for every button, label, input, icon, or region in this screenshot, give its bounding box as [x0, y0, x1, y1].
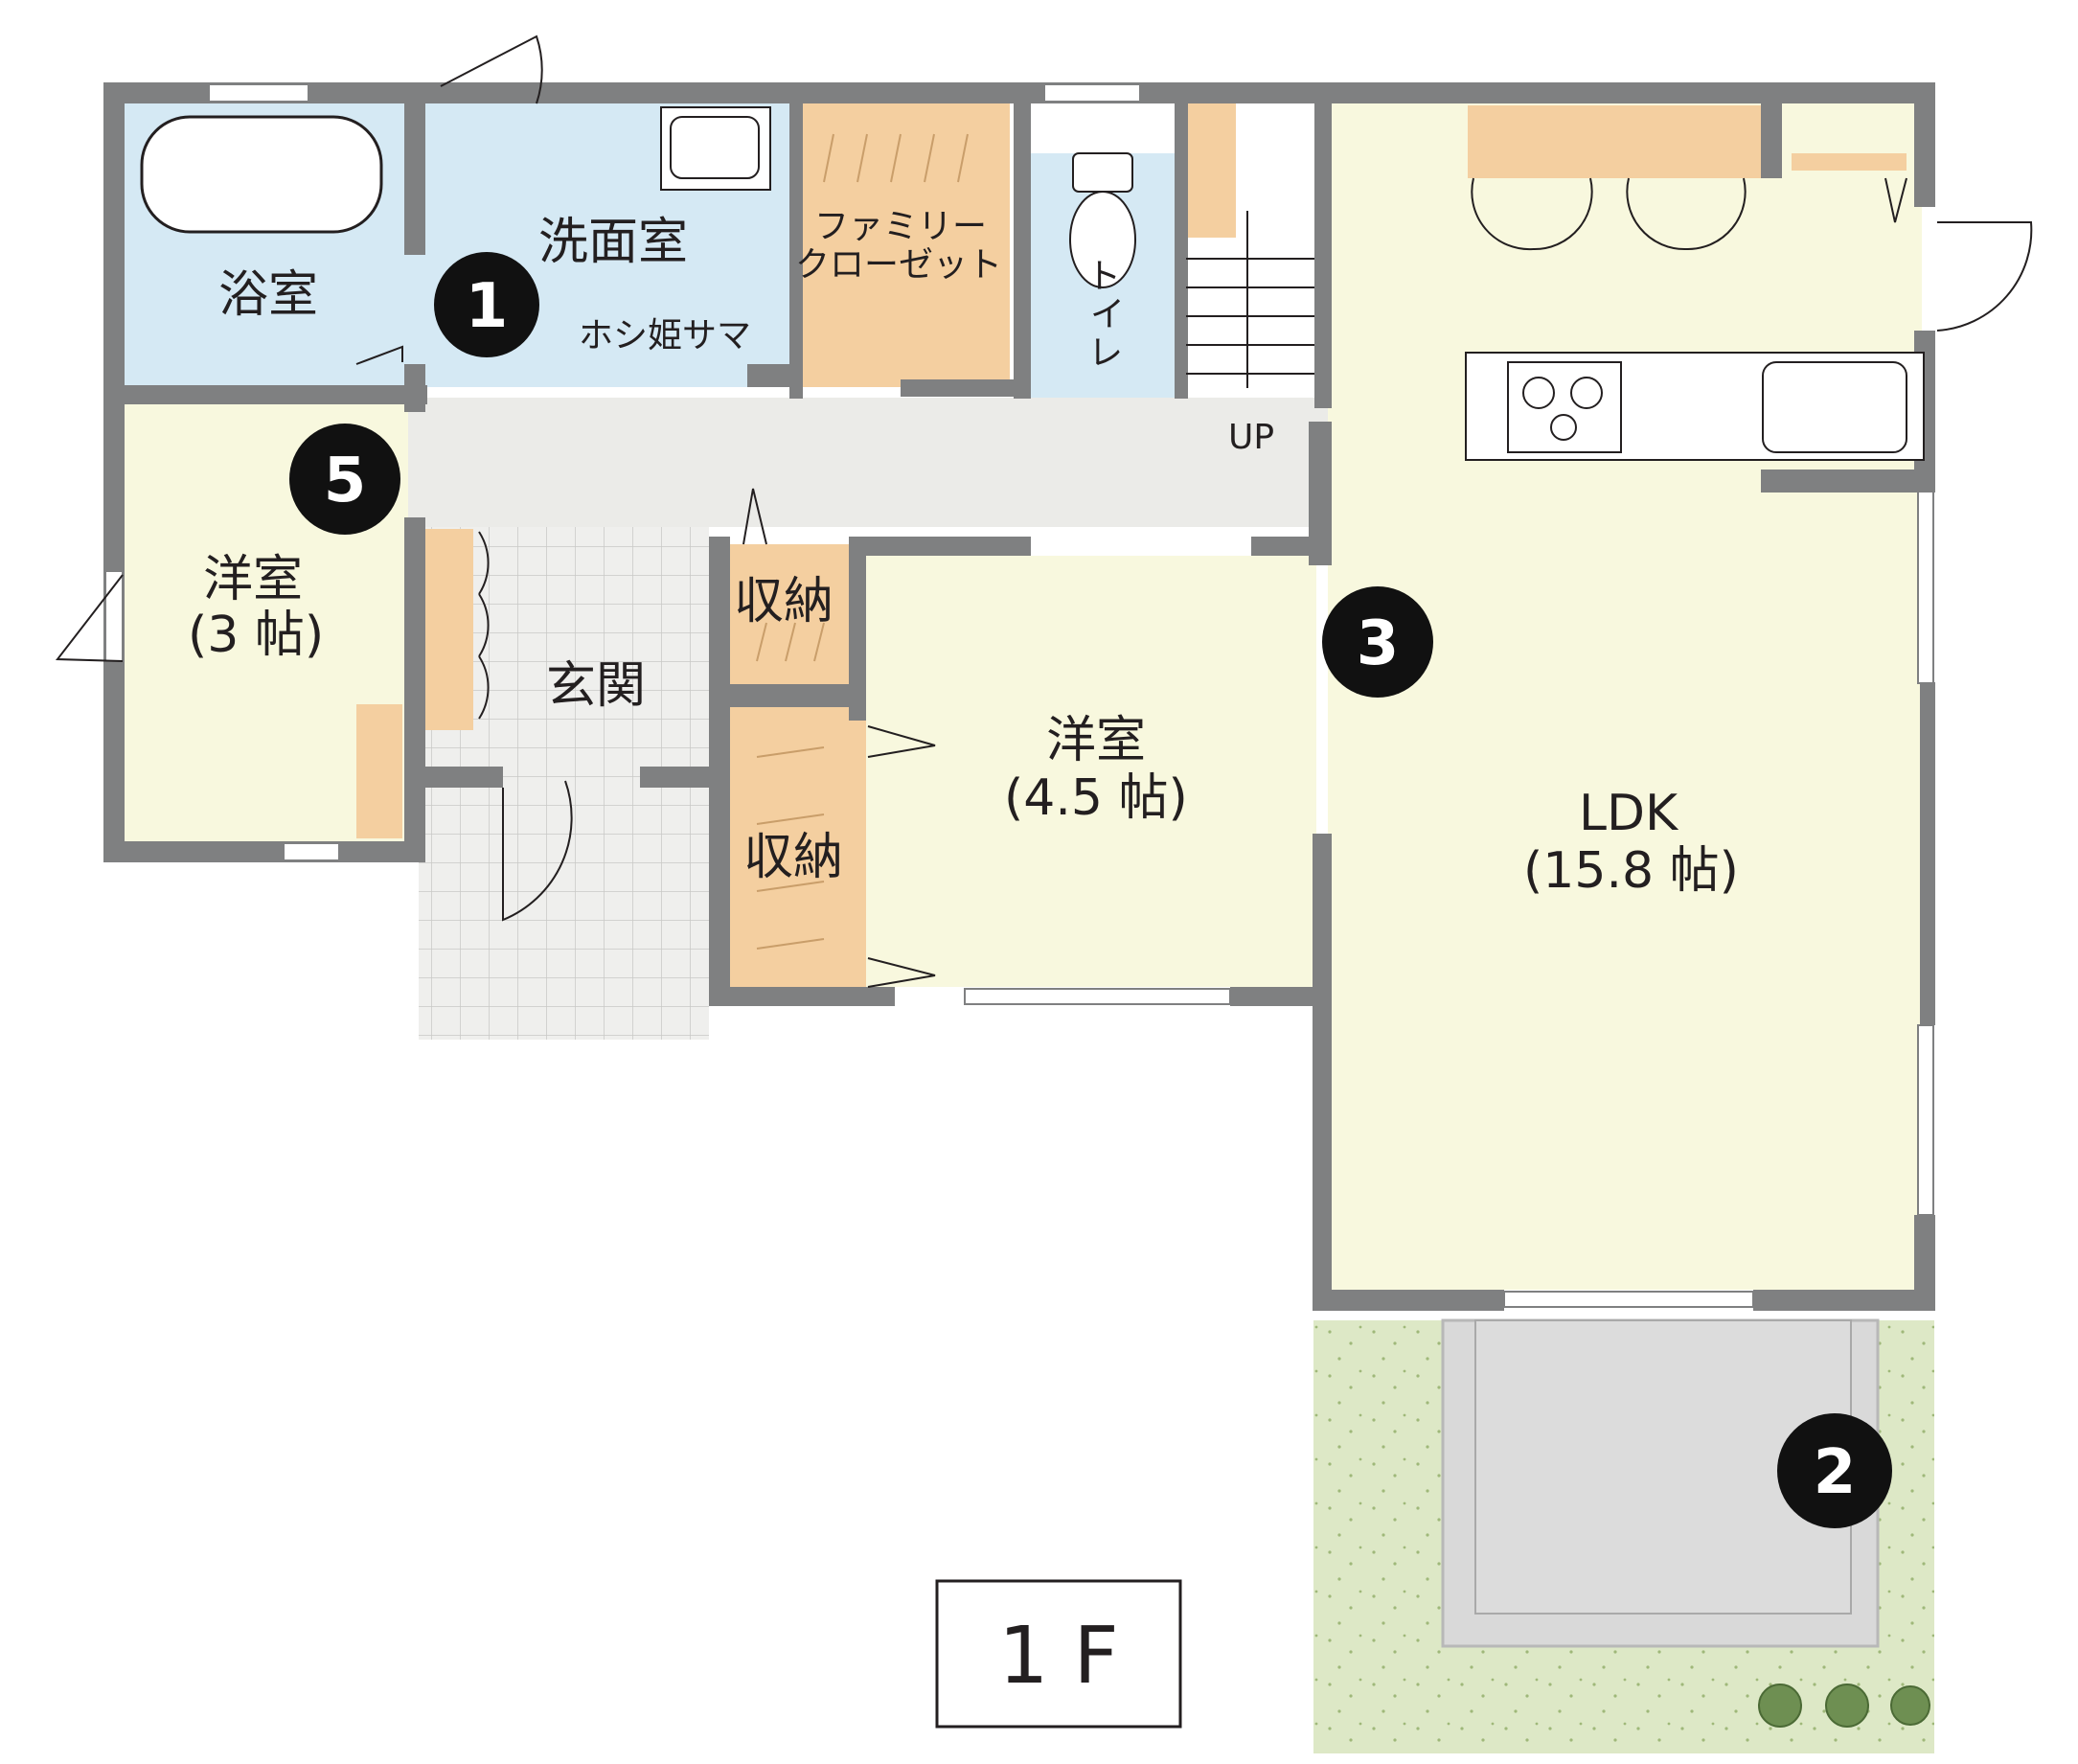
hall-fill — [408, 398, 1328, 527]
washroom-label: 洗面室 — [538, 214, 688, 271]
windows — [104, 83, 1934, 1308]
shoe-closet — [425, 529, 473, 730]
western45-fill — [866, 556, 1316, 987]
bath-label: 浴室 — [218, 266, 318, 324]
ldk-name: LDK — [1579, 785, 1679, 842]
western3-name: 洋室 — [203, 551, 303, 608]
ldk-size: (15.8 帖) — [1523, 842, 1739, 900]
bathtub-icon — [140, 115, 383, 234]
stair-storage-fill — [1183, 103, 1236, 238]
toilet-label-2: イ — [1090, 295, 1125, 334]
kitchen-shelf — [1792, 153, 1907, 171]
svg-text:5: 5 — [324, 446, 367, 516]
closet-hanger-lines — [756, 133, 969, 950]
toilet-label-3: レ — [1088, 333, 1123, 373]
badge-5: 5 — [289, 424, 400, 535]
svg-text:3: 3 — [1357, 608, 1400, 679]
sink-icon — [660, 106, 771, 191]
door-swings — [56, 34, 2033, 988]
walls — [103, 82, 1935, 1311]
western45-size: (4.5 帖) — [1004, 769, 1188, 827]
closet-label-1: ファミリー — [814, 207, 987, 246]
svg-text:1: 1 — [466, 271, 509, 342]
toilet-icon — [1069, 152, 1136, 288]
entrance-label: 玄関 — [546, 657, 646, 715]
closet-label-2: クローゼット — [795, 245, 1002, 285]
badge-1: 1 — [434, 252, 539, 357]
storage-lower-fill — [730, 707, 866, 987]
stairs-up-label: UP — [1228, 418, 1274, 457]
storage-lower-label: 収納 — [743, 829, 843, 886]
kitchen-counter-back — [1468, 105, 1765, 178]
closet-fill — [801, 103, 1010, 387]
stair-icon — [1186, 211, 1314, 388]
badge-2: 2 — [1777, 1413, 1892, 1528]
stove-icon — [1465, 352, 1925, 461]
western3-closet — [356, 704, 402, 838]
badge-3: 3 — [1322, 586, 1433, 698]
svg-text:2: 2 — [1814, 1437, 1857, 1508]
floor-label-box — [935, 1579, 1182, 1729]
floor-label: 1 F — [998, 1611, 1118, 1702]
hoshi-label: ホシ姫サマ — [579, 316, 751, 355]
entrance-porch — [419, 788, 709, 1040]
storage-upper-label: 収納 — [734, 573, 833, 630]
shrubs-icon — [1758, 1684, 1930, 1728]
ldk-fill — [1328, 103, 1922, 1290]
western45-name: 洋室 — [1046, 712, 1146, 769]
toilet-label-1: ト — [1086, 257, 1121, 296]
storage-upper-fill — [730, 544, 855, 684]
western3-size: (3 帖) — [188, 607, 324, 664]
